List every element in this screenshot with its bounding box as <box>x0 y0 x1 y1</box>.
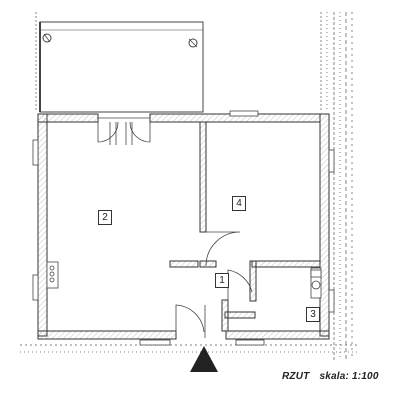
room-1-label: 1 <box>215 273 229 288</box>
kitchen-unit <box>46 261 59 289</box>
scale-label: skala: 1:100 <box>319 371 379 382</box>
bathroom-fixtures <box>310 267 322 299</box>
room-4-label: 4 <box>232 196 246 211</box>
terrace <box>39 21 204 113</box>
terrace-doors <box>97 117 151 145</box>
door-swings <box>175 231 253 338</box>
entrance-arrow-icon <box>190 346 218 372</box>
room-2-label: 2 <box>98 210 112 225</box>
dimension-lines <box>20 12 360 360</box>
inner-walls <box>169 121 321 332</box>
terrace-post-right <box>188 38 198 48</box>
room-3-label: 3 <box>306 307 320 322</box>
view-title: RZUT <box>282 371 310 382</box>
outer-walls <box>37 113 330 340</box>
windows <box>32 110 335 346</box>
terrace-post-left <box>42 33 52 43</box>
plan-caption: RZUT skala: 1:100 <box>282 371 389 382</box>
